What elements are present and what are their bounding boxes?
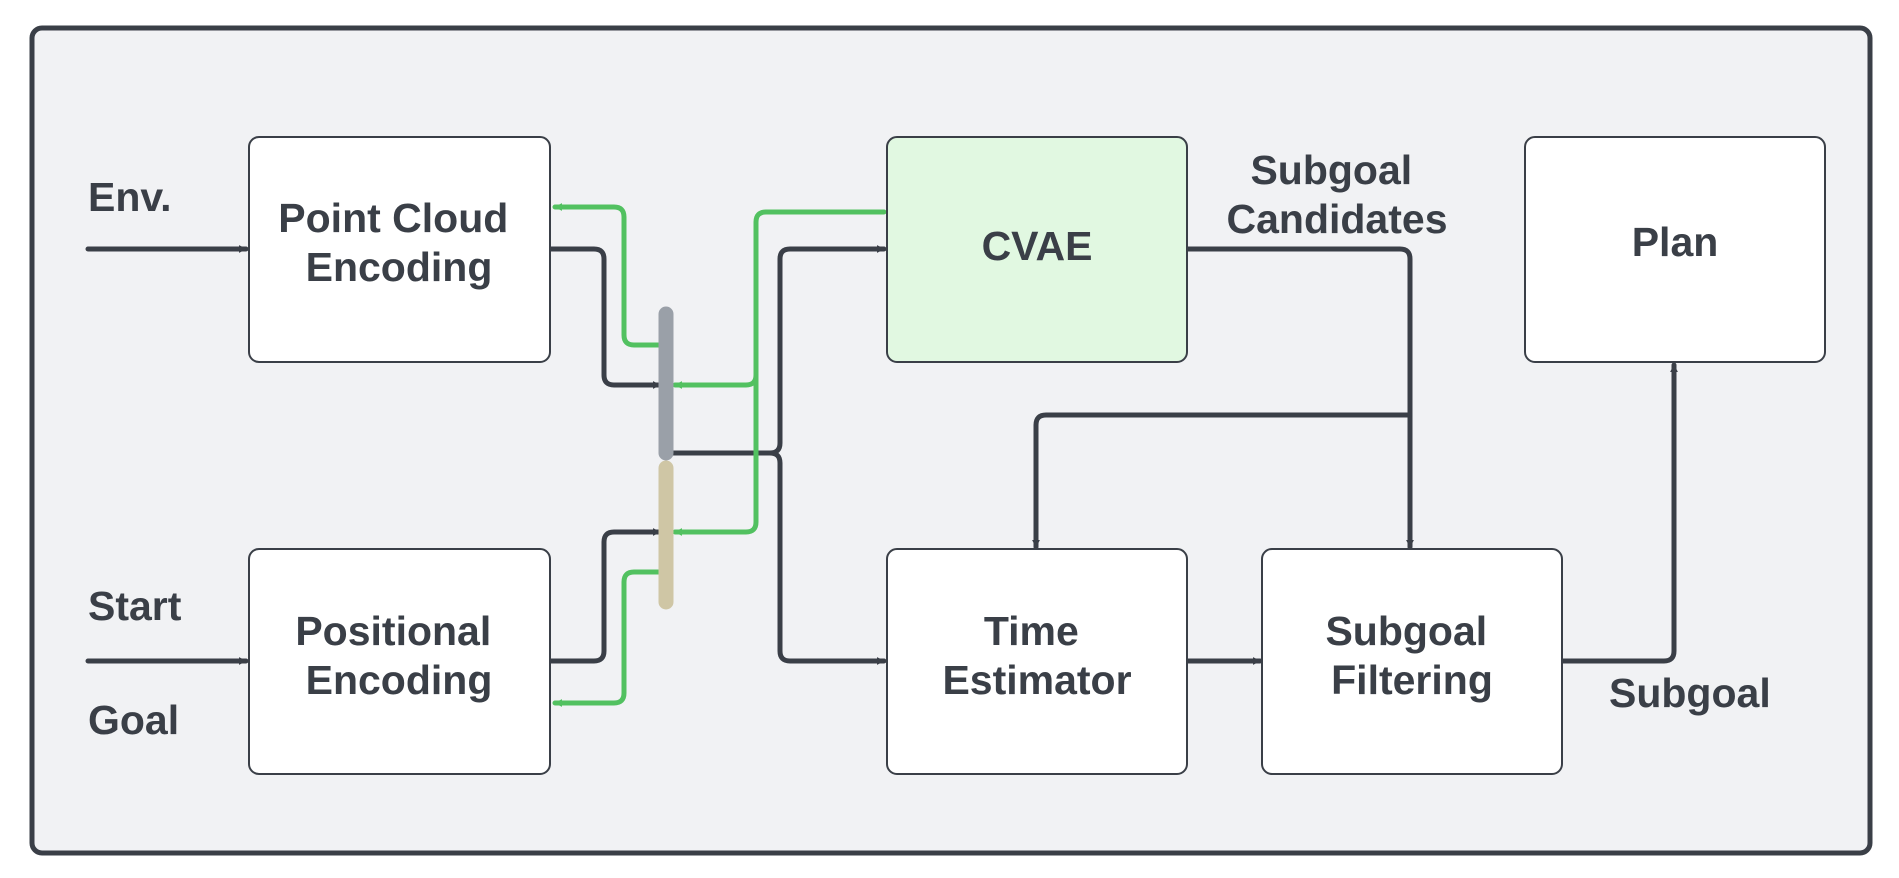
positional-encoding-box	[248, 548, 551, 775]
time-estimator-box	[886, 548, 1188, 775]
filtering-to-plan-arrow	[1560, 362, 1678, 664]
cvae-box	[886, 136, 1188, 363]
block-point-cloud-encoding: Point Cloud Encoding	[248, 136, 551, 363]
point-cloud-encoding-line-2: Encoding	[306, 244, 493, 290]
plan-label: Plan	[1632, 219, 1719, 265]
env-label: Env.	[88, 174, 172, 220]
block-plan: Plan	[1524, 136, 1826, 363]
point-cloud-encoding-line-1: Point Cloud	[278, 195, 508, 241]
cvae-label: CVAE	[982, 223, 1093, 269]
goal-label: Goal	[88, 697, 179, 743]
gradient-to-positional-arrow	[552, 569, 663, 707]
block-subgoal-filtering: Subgoal Filtering	[1261, 548, 1563, 775]
block-time-estimator: Time Estimator	[886, 548, 1188, 775]
block-cvae: CVAE	[886, 136, 1188, 363]
time-estimator-line-1: Time	[984, 608, 1079, 654]
positional-encoding-line-2: Encoding	[306, 657, 493, 703]
gradient-to-pointcloud-arrow	[552, 203, 663, 348]
block-positional-encoding: Positional Encoding	[248, 548, 551, 775]
concat-to-time-estimator-arrow	[767, 450, 887, 665]
subgoal-filtering-box	[1261, 548, 1563, 775]
pointcloud-to-concat-arrow	[548, 246, 663, 389]
subgoal-filtering-label: Subgoal Filtering	[1325, 608, 1498, 703]
subgoal-candidates-label: Subgoal Candidates	[1227, 147, 1448, 242]
plan-line-1: Plan	[1632, 219, 1719, 265]
positional-encoding-line-1: Positional	[295, 608, 491, 654]
subgoal-candidates-line-1: Subgoal	[1250, 147, 1412, 193]
subgoal-output-label: Subgoal	[1609, 670, 1771, 716]
start-label: Start	[88, 583, 182, 629]
time-estimator-line-2: Estimator	[942, 657, 1131, 703]
dark-edges	[85, 245, 1678, 665]
cvae-line-1: CVAE	[982, 223, 1093, 269]
subgoal-filtering-line-2: Filtering	[1331, 657, 1493, 703]
gradient-cvae-to-concat-top-arrow	[672, 209, 887, 389]
green-edges	[552, 203, 887, 707]
positional-encoding-label: Positional Encoding	[295, 608, 502, 703]
point-cloud-encoding-label: Point Cloud Encoding	[278, 195, 519, 290]
positional-to-concat-arrow	[548, 528, 663, 664]
gradient-cvae-to-concat-bottom-arrow	[672, 372, 759, 536]
point-cloud-encoding-box	[248, 136, 551, 363]
cvae-to-filtering-arrow	[1185, 246, 1414, 550]
plan-box	[1524, 136, 1826, 363]
subgoal-filtering-line-1: Subgoal	[1325, 608, 1487, 654]
subgoal-candidates-line-2: Candidates	[1227, 196, 1448, 242]
time-estimator-label: Time Estimator	[942, 608, 1131, 703]
candidates-to-time-estimator-arrow	[1032, 412, 1413, 550]
